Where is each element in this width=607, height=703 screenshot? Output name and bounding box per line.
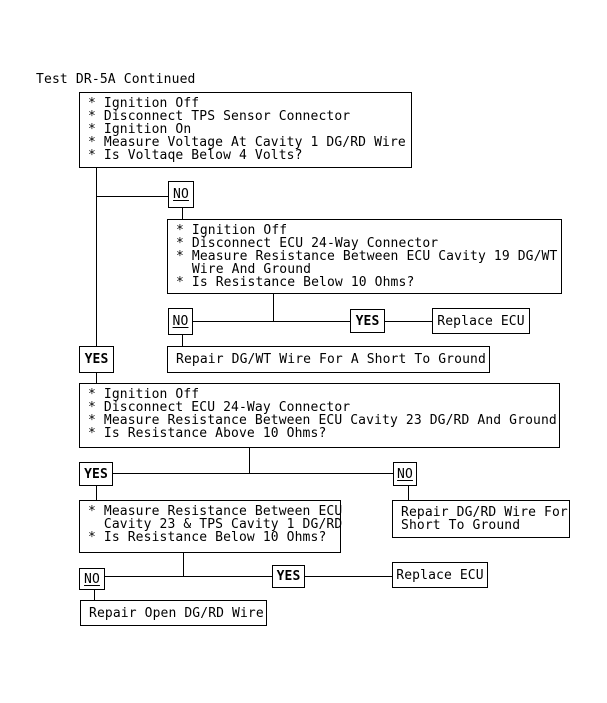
- action-box-replace-ecu-2: Replace ECU: [392, 562, 488, 588]
- connector-step2-down: [273, 294, 274, 322]
- step-line: * Disconnect ECU 24-Way Connector: [88, 400, 351, 415]
- action-line: Repair DG/RD Wire For: [401, 505, 568, 520]
- step-line: * Measure Resistance Between ECU: [88, 504, 343, 519]
- connector-yes2-to-step3: [96, 373, 97, 383]
- yes-label: YES: [84, 466, 108, 482]
- step-line: * Ignition Off: [88, 96, 200, 111]
- decision-no-4: NO: [79, 568, 105, 590]
- decision-no-1: NO: [168, 181, 194, 208]
- step-line: Wire And Ground: [176, 262, 312, 277]
- no-label: NO: [397, 466, 413, 482]
- step-line: * Is Voltaqe Below 4 Volts?: [88, 148, 303, 163]
- step-line: * Is Resistance Below 10 Ohms?: [176, 275, 415, 290]
- step-line: * Is Resistance Above 10 Ohms?: [88, 426, 327, 441]
- decision-yes-1: YES: [350, 309, 385, 333]
- connector-no4-to-repair-open: [94, 590, 95, 600]
- action-label: Replace ECU: [396, 567, 484, 583]
- connector-yes3-to-step4: [96, 486, 97, 500]
- action-line: Short To Ground: [401, 518, 521, 533]
- step-line: * Disconnect TPS Sensor Connector: [88, 109, 351, 124]
- step-line: * Measure Resistance Between ECU Cavity …: [88, 413, 557, 428]
- action-label: Replace ECU: [437, 313, 525, 329]
- step-box-ecu-cavity23-ground-resistance: * Ignition Off * Disconnect ECU 24-Way C…: [79, 383, 560, 448]
- no-label: NO: [172, 314, 189, 329]
- decision-no-3: NO: [393, 462, 417, 486]
- step-line: * Ignition On: [88, 122, 192, 137]
- connector-yes1-to-replace-ecu-1: [385, 321, 432, 322]
- action-box-repair-dgwt-wire: Repair DG/WT Wire For A Short To Ground: [167, 346, 490, 373]
- decision-yes-3: YES: [79, 462, 113, 486]
- step-line: * Measure Voltage At Cavity 1 DG/RD Wire: [88, 135, 406, 150]
- step-line: * Ignition Off: [88, 387, 200, 402]
- action-line: Repair DG/WT Wire For A Short To Ground: [176, 352, 486, 367]
- action-box-replace-ecu-1: Replace ECU: [432, 308, 530, 334]
- step-line: * Measure Resistance Between ECU Cavity …: [176, 249, 558, 264]
- decision-yes-2: YES: [79, 346, 114, 373]
- connector-yes4-to-replace-ecu-2: [305, 576, 392, 577]
- connector-branch-to-no1: [96, 196, 168, 197]
- yes-label: YES: [355, 313, 380, 329]
- step-box-ecu-tps-resistance: * Measure Resistance Between ECU Cavity …: [79, 500, 343, 553]
- yes-label: YES: [276, 569, 301, 584]
- action-box-repair-open-dgrd: Repair Open DG/RD Wire: [80, 600, 267, 626]
- step-box-ecu-cavity19-resistance: * Ignition Off * Disconnect ECU 24-Way C…: [167, 219, 562, 294]
- decision-no-2: NO: [168, 308, 193, 335]
- page-title: Test DR-5A Continued: [36, 72, 196, 87]
- decision-yes-4: YES: [272, 565, 305, 588]
- connector-no2-to-yes1: [193, 321, 350, 322]
- yes-label: YES: [84, 352, 109, 367]
- no-label: NO: [173, 187, 189, 202]
- step-line: Cavity 23 & TPS Cavity 1 DG/RD: [88, 517, 343, 532]
- step-line: * Is Resistance Below 10 Ohms?: [88, 530, 327, 545]
- connector-step3-down: [249, 448, 250, 474]
- step-box-tps-voltage-check: * Ignition Off * Disconnect TPS Sensor C…: [79, 92, 412, 168]
- no-label: NO: [84, 571, 100, 587]
- connector-step4-down: [183, 553, 184, 577]
- connector-no2-to-repair-dgwt: [182, 335, 183, 346]
- step-line: * Disconnect ECU 24-Way Connector: [176, 236, 439, 251]
- connector-no1-to-step2: [182, 208, 183, 219]
- action-box-repair-dgrd-short: Repair DG/RD Wire For Short To Ground: [392, 500, 570, 538]
- connector-no4-to-yes4: [105, 576, 272, 577]
- action-line: Repair Open DG/RD Wire: [89, 605, 264, 621]
- connector-step1-to-yes2: [96, 168, 97, 346]
- connector-yes3-to-no3: [113, 473, 393, 474]
- step-line: * Ignition Off: [176, 223, 288, 238]
- connector-no3-to-repair-dgrd: [408, 486, 409, 500]
